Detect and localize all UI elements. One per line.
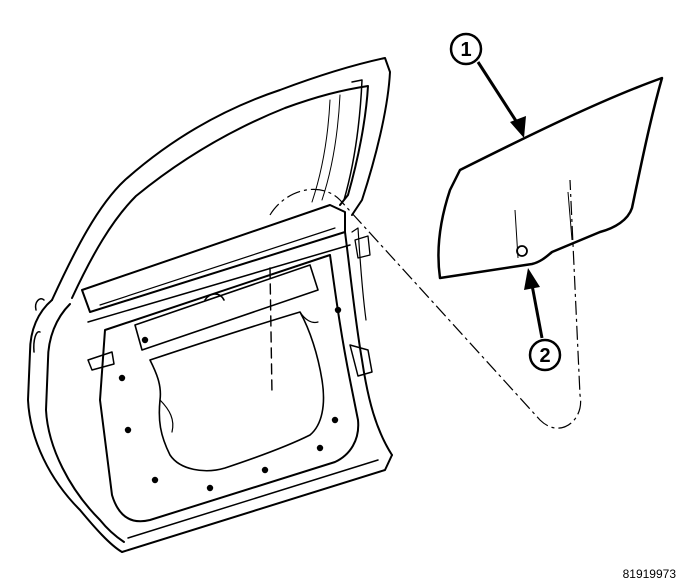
callout-circle-2 xyxy=(528,338,562,372)
callout-number-1: 1 xyxy=(460,39,471,61)
door-front-edge xyxy=(27,299,123,553)
door-window-frame-outer xyxy=(51,57,391,301)
door-bottom-edge xyxy=(121,454,393,553)
callout-2: 2 xyxy=(524,268,562,372)
glass-mounting-hole xyxy=(516,245,528,257)
door-window-frame-inner xyxy=(71,85,369,299)
door-latch xyxy=(349,344,373,377)
detail-callout-outline xyxy=(269,179,582,429)
arrow-head-2 xyxy=(524,268,540,290)
leader-arrow-2 xyxy=(530,284,544,339)
door-window-channel xyxy=(343,79,363,201)
door-inner-panel xyxy=(99,254,360,523)
door-upper-pocket xyxy=(134,264,319,351)
door-handle-bracket xyxy=(87,351,115,371)
door-shell xyxy=(27,57,393,553)
door-rear-edge xyxy=(344,231,393,456)
door-glass xyxy=(437,76,664,280)
callout-1: 1 xyxy=(449,32,526,138)
arrow-head-1 xyxy=(510,116,526,138)
leader-arrow-1 xyxy=(476,61,520,125)
door-access-hole xyxy=(149,311,325,472)
figure-id: 81919973 xyxy=(623,567,677,581)
callout-number-2: 2 xyxy=(539,345,550,367)
door-belt-line xyxy=(81,204,346,313)
callout-circle-1 xyxy=(449,32,483,66)
door-glass-outline xyxy=(437,76,664,280)
